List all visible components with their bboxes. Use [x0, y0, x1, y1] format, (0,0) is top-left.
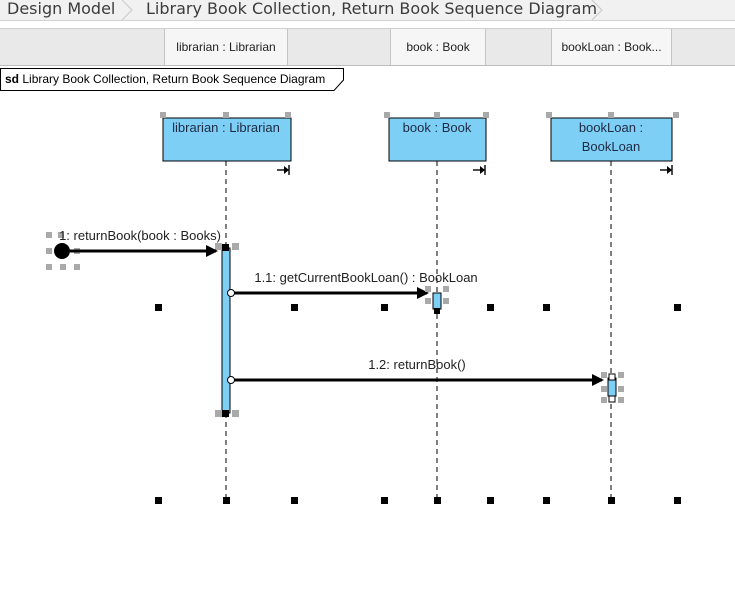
message-label-1[interactable]: 1: returnBook(book : Books) — [59, 228, 221, 243]
lifeline-header-book[interactable]: book : Book — [390, 29, 486, 65]
lifeline-label: librarian : Librarian — [172, 120, 280, 135]
frame-title-text: Library Book Collection, Return Book Seq… — [22, 72, 326, 86]
lifeline-header-librarian[interactable]: librarian : Librarian — [164, 29, 288, 65]
chevron-right-icon — [591, 0, 603, 20]
frame-keyword: sd — [5, 72, 20, 86]
frame-title[interactable]: sd Library Book Collection, Return Book … — [0, 68, 339, 90]
activation-librarian[interactable] — [221, 247, 231, 414]
breadcrumb: Design Model Library Book Collection, Re… — [0, 0, 735, 21]
stop-arrow-icon — [473, 165, 486, 175]
activation-book[interactable] — [432, 292, 442, 310]
message-label-1-1[interactable]: 1.1: getCurrentBookLoan() : BookLoan — [254, 270, 477, 285]
lifeline-book[interactable]: book : Book — [388, 117, 487, 500]
message-label-1-2[interactable]: 1.2: returnBook() — [368, 357, 466, 372]
breadcrumb-item-design-model[interactable]: Design Model — [7, 0, 116, 18]
lifeline-header-bookloan[interactable]: bookLoan : Book... — [551, 29, 672, 65]
chevron-right-icon — [121, 0, 133, 20]
stop-arrow-icon — [660, 165, 673, 175]
lifeline-label: book : Book — [403, 120, 472, 135]
lifeline-label-line-1: bookLoan : — [579, 120, 643, 135]
lifeline-bookloan[interactable]: bookLoan : BookLoan — [550, 117, 673, 500]
frame-selection-handles — [155, 304, 681, 504]
activation-bookloan[interactable] — [607, 377, 617, 397]
breadcrumb-item-diagram[interactable]: Library Book Collection, Return Book Seq… — [146, 0, 598, 18]
frame-tab-outline — [0, 68, 344, 91]
lifeline-header-bar: librarian : Librarian book : Book bookLo… — [0, 28, 735, 66]
lifeline-librarian[interactable]: librarian : Librarian — [162, 117, 292, 500]
lifeline-label-line-2: BookLoan — [582, 139, 641, 154]
lifeline-selection-handles — [160, 112, 679, 118]
stop-arrow-icon — [277, 165, 290, 175]
